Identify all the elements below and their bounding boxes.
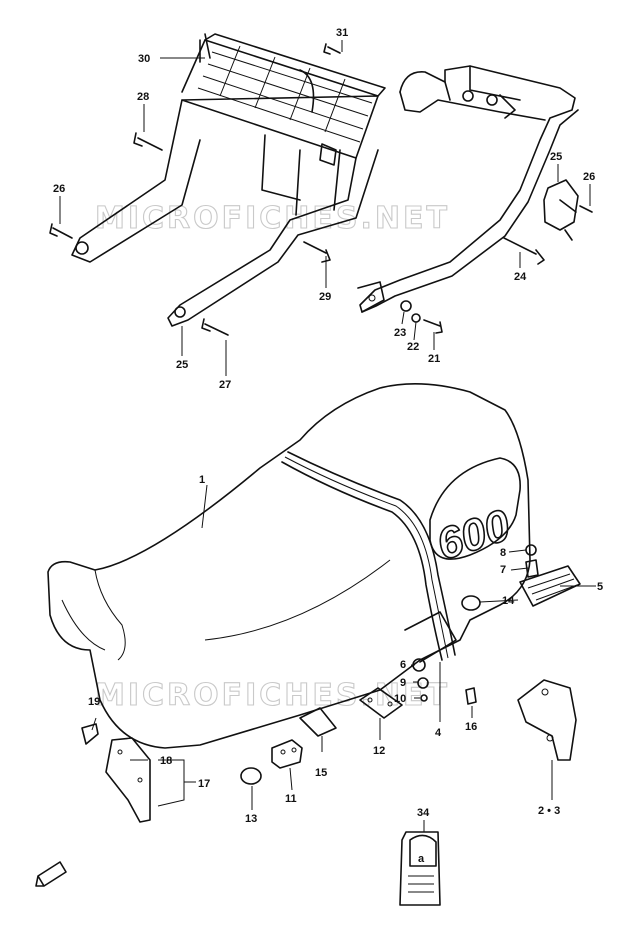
callout-7: 7 [500, 564, 506, 576]
tail-frame [357, 65, 593, 334]
callout-5: 5 [597, 581, 603, 593]
label-icon-text: a [418, 853, 425, 865]
callout-25-lock: 25 [550, 151, 562, 163]
callout-25-frame: 25 [176, 359, 188, 371]
callout-18: 18 [160, 755, 172, 767]
small-parts: a [35, 544, 581, 906]
callout-15: 15 [315, 767, 327, 779]
callout-30: 30 [138, 53, 150, 65]
rack-bolts [49, 43, 341, 336]
callout-31: 31 [336, 27, 348, 39]
callout-34: 34 [417, 807, 430, 819]
callout-21: 21 [428, 353, 440, 365]
callout-23: 23 [394, 327, 406, 339]
callout-9: 9 [400, 677, 406, 689]
luggage-rack [71, 33, 386, 327]
callout-26-right: 26 [583, 171, 595, 183]
callout-22: 22 [407, 341, 419, 353]
callout-19: 19 [88, 696, 100, 708]
callout-27: 27 [219, 379, 231, 391]
watermark-top: MICROFICHES.NET [95, 201, 450, 236]
callout-11: 11 [285, 793, 297, 805]
callouts: 1 5 6 7 8 9 10 11 12 13 14 15 16 17 18 1… [53, 27, 603, 825]
callout-29: 29 [319, 291, 331, 303]
callout-13: 13 [245, 813, 257, 825]
leader-lines [59, 40, 596, 832]
callout-6: 6 [400, 659, 406, 671]
callout-26-left: 26 [53, 183, 65, 195]
callout-1: 1 [199, 474, 205, 486]
callout-16: 16 [465, 721, 477, 733]
callout-4: 4 [435, 727, 442, 739]
callout-2-3: 2 • 3 [538, 805, 560, 817]
callout-12: 12 [373, 745, 385, 757]
seat-badge-text: 600 [431, 500, 516, 569]
callout-8: 8 [500, 547, 506, 559]
callout-24: 24 [514, 271, 527, 283]
callout-17: 17 [198, 778, 210, 790]
callout-28: 28 [137, 91, 149, 103]
callout-10: 10 [394, 693, 406, 705]
callout-14: 14 [502, 595, 515, 607]
